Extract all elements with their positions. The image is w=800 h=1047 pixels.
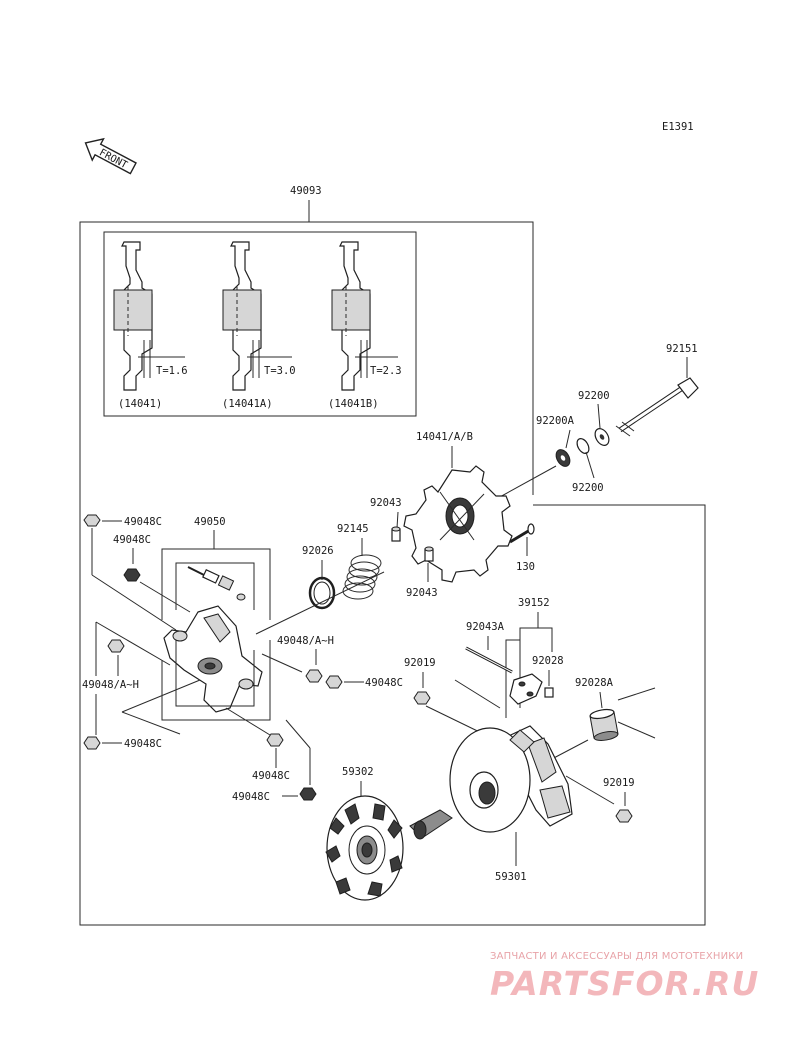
weight-options-box bbox=[103, 231, 417, 417]
label-nut-second: 49048C bbox=[113, 534, 151, 546]
thickness-1: T=1.6 bbox=[156, 365, 188, 377]
label-nut-right: 49048C bbox=[365, 677, 403, 689]
nut-side-left-part bbox=[107, 639, 125, 653]
nut-bottom-mid-part bbox=[266, 733, 284, 747]
weight-profile-1 bbox=[113, 241, 185, 391]
nut-bottom-left-part bbox=[83, 736, 101, 750]
label-spring: 92145 bbox=[337, 523, 369, 535]
bushing-part bbox=[589, 708, 619, 741]
weight-arm-part bbox=[163, 605, 263, 713]
label-nut-bottom-mid: 49048C bbox=[252, 770, 290, 782]
label-o-ring: 92026 bbox=[302, 545, 334, 557]
spring-part bbox=[342, 554, 382, 600]
label-fixed-sheave: 59302 bbox=[342, 766, 374, 778]
label-nut-bottom-low: 49048C bbox=[232, 791, 270, 803]
nut-side-right-part bbox=[305, 669, 323, 683]
nut-right-side-part bbox=[413, 691, 431, 705]
label-nut-side-right: 49048/A~H bbox=[277, 635, 334, 647]
screw-part bbox=[509, 523, 535, 544]
label-nut-bottom-left: 49048C bbox=[124, 738, 162, 750]
label-spider: 14041/A/B bbox=[416, 431, 473, 443]
weight-option-1: (14041) bbox=[118, 398, 162, 410]
weight-option-3: (14041B) bbox=[328, 398, 379, 410]
label-weight-assy: 49050 bbox=[194, 516, 226, 528]
roller-part bbox=[509, 673, 543, 705]
nut-second-part bbox=[123, 568, 141, 582]
label-nut-top: 49048C bbox=[124, 516, 162, 528]
weight-option-2: (14041A) bbox=[222, 398, 273, 410]
label-nut-right-side: 92019 bbox=[404, 657, 436, 669]
label-assembly: 49093 bbox=[290, 185, 322, 197]
pin-small-part bbox=[544, 687, 554, 698]
label-nut-side-left: 49048/A~H bbox=[82, 679, 139, 691]
nut-lower-right-part bbox=[615, 809, 633, 823]
label-bolt: 92151 bbox=[666, 343, 698, 355]
fixed-sheave-part bbox=[325, 795, 453, 901]
bolt-part bbox=[615, 377, 699, 437]
weight-profile-3 bbox=[331, 241, 398, 391]
thickness-2: T=3.0 bbox=[264, 365, 296, 377]
nut-right-part bbox=[325, 675, 343, 689]
nut-bottom-low-part bbox=[299, 787, 317, 801]
label-movable-sheave: 59301 bbox=[495, 871, 527, 883]
label-roller-kit: 39152 bbox=[518, 597, 550, 609]
label-washer-lower: 92200 bbox=[572, 482, 604, 494]
label-pin-lower: 92043 bbox=[406, 587, 438, 599]
spider-part bbox=[403, 465, 513, 583]
label-washer-upper: 92200 bbox=[578, 390, 610, 402]
label-pin-long: 92043A bbox=[466, 621, 505, 633]
label-bushing: 92028A bbox=[575, 677, 614, 689]
nut-top-part bbox=[83, 514, 101, 527]
label-screw: 130 bbox=[516, 561, 535, 573]
pin-long-part bbox=[465, 646, 513, 674]
watermark-caption: ЗАПЧАСТИ И АКСЕССУАРЫ ДЛЯ МОТОТЕХНИКИ bbox=[490, 951, 744, 962]
front-arrow-icon: FRONT bbox=[84, 137, 137, 175]
label-nut-lower-right: 92019 bbox=[603, 777, 635, 789]
weight-profile-2 bbox=[222, 241, 292, 391]
o-ring-part bbox=[308, 576, 336, 610]
watermark-logo: PARTSFOR.RU bbox=[490, 964, 760, 1003]
label-washer-a: 92200A bbox=[536, 415, 575, 427]
label-pin-small: 92028 bbox=[532, 655, 564, 667]
assembly-frame bbox=[79, 221, 706, 926]
movable-sheave-part bbox=[449, 725, 573, 833]
thickness-3: T=2.3 bbox=[370, 365, 402, 377]
roller-pin-part bbox=[187, 566, 246, 601]
washer-lower-part bbox=[576, 438, 590, 454]
label-pin-upper: 92043 bbox=[370, 497, 402, 509]
diagram-code: E1391 bbox=[662, 121, 694, 133]
